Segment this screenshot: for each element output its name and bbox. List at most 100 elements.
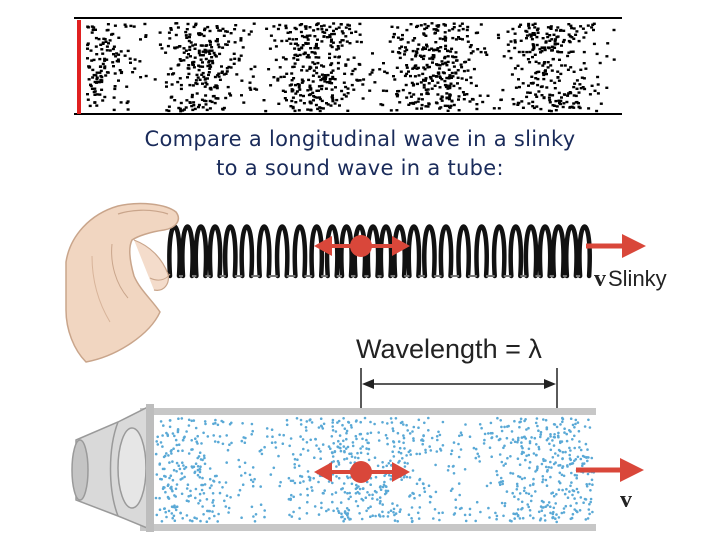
- strip-particle: [492, 107, 496, 110]
- strip-particle: [237, 59, 241, 62]
- tube-particle: [174, 487, 178, 491]
- strip-particle: [418, 54, 422, 57]
- strip-particle: [100, 88, 104, 91]
- tube-particle: [464, 519, 468, 523]
- strip-particle: [546, 26, 550, 29]
- strip-particle: [334, 27, 338, 31]
- tube-particle: [421, 482, 425, 485]
- strip-particle: [278, 23, 282, 27]
- tube-particle: [168, 425, 172, 429]
- tube-particle: [336, 507, 339, 510]
- strip-particle: [454, 55, 458, 59]
- strip-particle: [117, 53, 121, 56]
- strip-particle: [210, 59, 214, 63]
- strip-particle: [315, 96, 319, 99]
- strip-particle: [178, 58, 182, 61]
- strip-particle: [247, 33, 251, 36]
- strip-particle: [455, 59, 458, 62]
- tube-velocity-arrow: [576, 458, 644, 482]
- tube-particle: [331, 481, 334, 485]
- tube-particle: [552, 494, 556, 498]
- strip-particle: [268, 47, 272, 50]
- strip-particle: [112, 65, 115, 68]
- strip-particle: [95, 76, 99, 79]
- tube-particle: [589, 500, 592, 504]
- tube-particle: [304, 426, 308, 429]
- tube-particle: [485, 484, 489, 488]
- strip-particle: [276, 77, 280, 80]
- strip-particle: [561, 105, 565, 109]
- strip-particle: [422, 54, 426, 58]
- strip-particle: [316, 38, 319, 41]
- strip-particle: [123, 54, 127, 57]
- tube-particle: [479, 510, 482, 514]
- slinky-oscillation-indicator: [314, 235, 410, 257]
- strip-particle: [308, 84, 312, 87]
- tube-particle: [446, 469, 450, 472]
- strip-particle: [517, 25, 521, 28]
- tube-particle: [541, 480, 544, 484]
- strip-particle: [117, 79, 120, 82]
- tube-particle: [293, 457, 297, 461]
- tube-particle: [270, 441, 274, 445]
- strip-particle: [554, 29, 558, 32]
- strip-particle: [101, 41, 105, 44]
- strip-particle: [86, 26, 90, 29]
- tube-particle: [516, 457, 520, 461]
- strip-particle: [309, 88, 313, 91]
- tube-particle: [535, 443, 538, 446]
- strip-particle: [114, 55, 118, 58]
- strip-particle: [139, 38, 142, 41]
- strip-particle: [568, 40, 572, 44]
- strip-particle: [438, 75, 442, 78]
- tube-particle: [408, 476, 412, 479]
- tube-particle: [543, 514, 547, 517]
- tube-particle: [574, 418, 578, 422]
- strip-particle: [177, 106, 181, 110]
- tube-particle: [438, 518, 441, 522]
- tube-particle: [173, 494, 176, 497]
- tube-particle: [500, 425, 503, 429]
- strip-particle: [355, 40, 359, 43]
- tube-particle: [588, 502, 591, 506]
- strip-particle: [144, 74, 148, 78]
- strip-particle: [516, 103, 520, 106]
- strip-particle: [332, 22, 336, 25]
- strip-particle: [191, 44, 195, 47]
- tube-particle: [187, 452, 191, 455]
- strip-particle: [425, 45, 429, 48]
- tube-particle: [490, 436, 493, 440]
- strip-particle: [338, 55, 341, 58]
- strip-particle: [317, 85, 321, 88]
- strip-particle: [192, 66, 196, 69]
- tube-particle: [541, 475, 545, 478]
- tube-particle: [291, 479, 295, 483]
- tube-particle: [412, 439, 415, 442]
- strip-particle: [296, 58, 299, 61]
- strip-particle: [201, 53, 205, 57]
- tube-particle: [413, 496, 416, 500]
- tube-particle: [155, 440, 158, 443]
- tube-particle: [579, 496, 583, 499]
- strip-particle: [582, 36, 586, 39]
- tube-particle: [529, 499, 533, 503]
- tube-particle: [345, 457, 349, 460]
- tube-particle: [198, 476, 202, 479]
- tube-particle: [337, 439, 340, 443]
- strip-particle: [481, 100, 485, 104]
- tube-particle: [585, 485, 589, 488]
- tube-particle: [298, 481, 302, 485]
- strip-particle: [205, 108, 209, 112]
- strip-particle: [316, 107, 320, 111]
- strip-particle: [405, 96, 409, 99]
- strip-particle: [527, 102, 531, 105]
- strip-particle: [90, 87, 94, 90]
- tube-particle: [562, 507, 566, 510]
- tube-particle: [521, 446, 524, 450]
- strip-marker-line: [77, 20, 81, 114]
- strip-particle: [175, 46, 179, 49]
- strip-particle: [472, 67, 476, 71]
- tube-particle: [331, 500, 334, 504]
- tube-particle: [518, 492, 522, 495]
- tube-particle: [555, 493, 558, 496]
